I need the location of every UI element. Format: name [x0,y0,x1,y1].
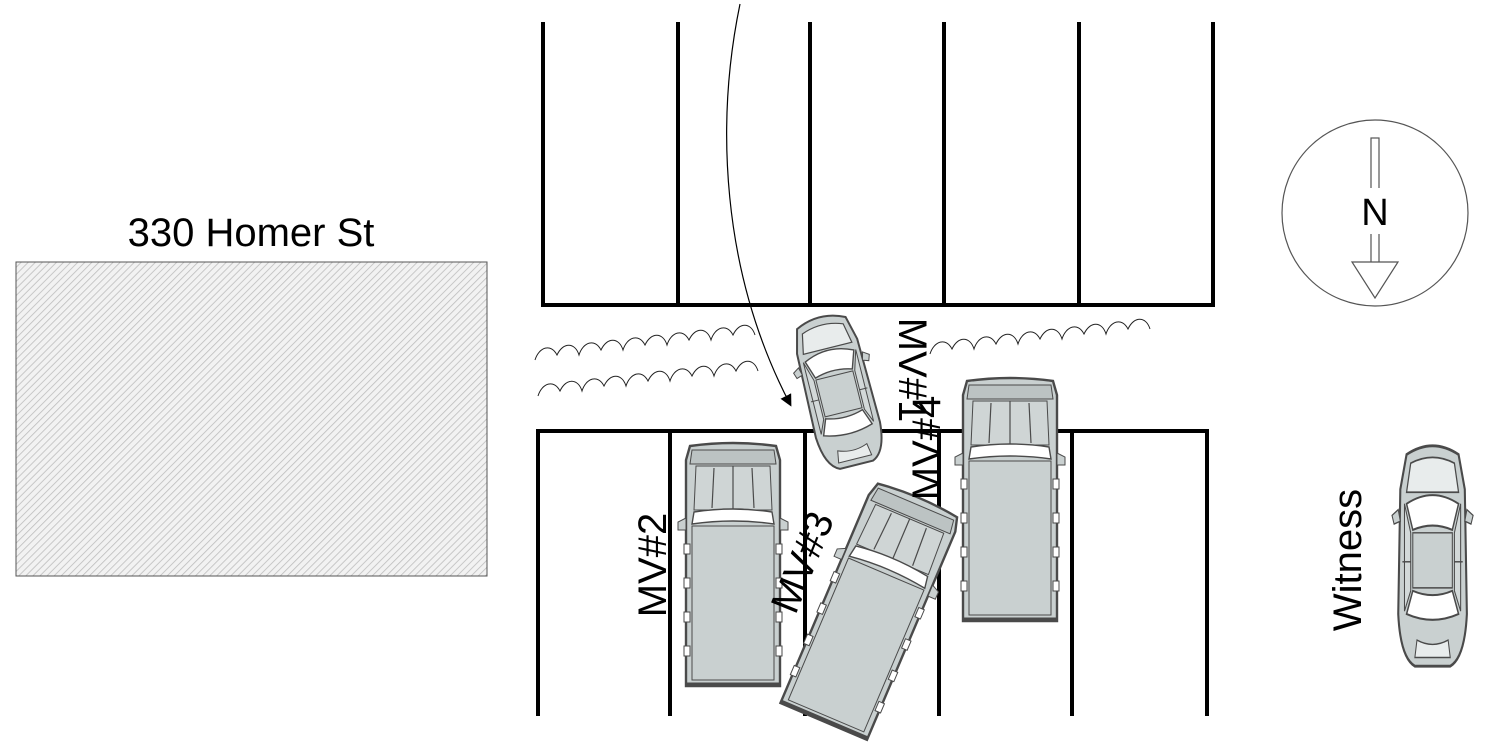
vehicle-mv1: MV#1 [781,306,934,476]
vehicle-label-mv2: MV#2 [631,513,675,618]
sedan-icon [1390,444,1475,668]
pickup-truck-icon [953,376,1067,623]
vehicle-witness: Witness [1326,444,1475,668]
shrub-row [929,318,1151,355]
vehicle-label-mv1: MV#1 [890,318,934,423]
north-arrow-icon [1350,261,1400,300]
building: 330 Homer St [15,211,488,577]
landscaping [534,318,1151,397]
vehicle-label-mv4: MV#4 [905,396,949,501]
sedan-icon [781,306,896,476]
compass-letter: N [1361,192,1388,234]
vehicle-mv4: MV#4 [905,376,1067,623]
shrub-row [537,360,759,397]
building-footprint [15,261,488,577]
pickup-truck-icon [676,441,790,688]
vehicle-label-witness: Witness [1326,489,1370,631]
path-of-travel-arrow [726,3,792,407]
shrub-row [534,324,756,361]
compass: N [1281,119,1469,307]
south-parking-stalls [536,429,1209,716]
north-parking-stalls [541,22,1215,307]
building-address-label: 330 Homer St [128,211,375,255]
compass-letter-backdrop [1354,188,1396,234]
vehicle-mv2: MV#2 [631,441,790,688]
